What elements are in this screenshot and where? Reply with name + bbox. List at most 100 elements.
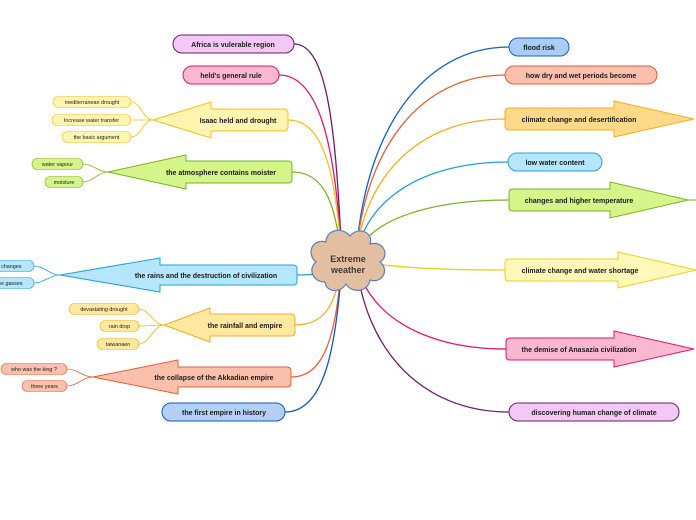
- subtopic-label: mediterranean drought: [65, 100, 120, 106]
- subtopic-isaac-1[interactable]: Increase water transfer: [51, 114, 132, 126]
- topic-label-rains: the rains and the destruction of civiliz…: [135, 273, 277, 280]
- central-topic-line1: Extreme: [330, 254, 366, 264]
- subtopic-shape: [52, 96, 132, 108]
- subtopic-shape: [0, 260, 35, 272]
- node-shape: [508, 402, 680, 422]
- node-shape: [59, 257, 298, 293]
- subtopic-shape: [99, 320, 140, 332]
- topic-node-highertemp[interactable]: changes and higher temperature: [508, 181, 689, 219]
- topic-node-africa[interactable]: Africa is vulerable region: [172, 34, 295, 54]
- topic-node-rainfall[interactable]: the rainfall and empire: [162, 307, 296, 343]
- topic-node-atmosphere[interactable]: the atmosphere contains moister: [107, 154, 293, 190]
- subtopic-label: the basic argument: [74, 135, 120, 141]
- subtopic-atmosphere-0[interactable]: water vapour: [31, 158, 84, 170]
- connector-desert: [355, 118, 506, 259]
- subtopic-akkadian-1[interactable]: three years: [21, 380, 68, 392]
- leaf-connector: [82, 171, 109, 183]
- subtopic-label: climate changes: [0, 264, 22, 270]
- node-shape: [508, 181, 689, 219]
- connector-firstempire: [284, 261, 343, 413]
- subtopic-label: taiwanaen: [106, 342, 131, 348]
- node-shape: [151, 101, 289, 139]
- subtopic-shape: [31, 158, 84, 170]
- topic-node-lowwater[interactable]: low water content: [507, 152, 603, 172]
- topic-label-highertemp: changes and higher temperature: [525, 198, 634, 205]
- subtopic-rainfall-0[interactable]: devastating drought: [68, 303, 140, 315]
- topic-label-isaac: Isaac held and drought: [200, 118, 277, 125]
- node-shape: [508, 37, 570, 57]
- node-shape: [172, 34, 295, 54]
- node-shape: [504, 100, 695, 138]
- node-shape: [504, 65, 658, 85]
- subtopic-shape: [68, 303, 140, 315]
- subtopic-rainfall-2[interactable]: taiwanaen: [96, 338, 140, 350]
- subtopic-label: greenhouse gasses: [0, 281, 23, 287]
- subtopic-shape: [61, 131, 132, 143]
- leaf-connector: [130, 101, 154, 121]
- topic-node-anasazi[interactable]: the demise of Anasazia civilization: [505, 330, 695, 368]
- subtopic-label: rain drop: [109, 324, 130, 330]
- topic-label-held: held's general rule: [200, 73, 262, 80]
- subtopic-rains-1[interactable]: greenhouse gasses: [0, 277, 35, 289]
- leaf-connector: [138, 308, 165, 326]
- node-shape: [505, 330, 695, 368]
- node-shape: [107, 154, 293, 190]
- subtopic-label: devastating drought: [80, 307, 128, 313]
- topic-label-atmosphere: the atmosphere contains moister: [166, 170, 276, 177]
- leaf-connector: [82, 163, 109, 173]
- topic-node-firstempire[interactable]: the first empire in history: [161, 402, 286, 422]
- subtopic-shape: [96, 338, 140, 350]
- topic-label-drywet: how dry and wet periods become: [526, 73, 637, 80]
- topic-node-desert[interactable]: climate change and desertification: [504, 100, 695, 138]
- topic-label-lowwater: low water content: [525, 160, 585, 167]
- subtopic-label: water vapour: [41, 162, 73, 168]
- subtopic-label: who was the king ?: [10, 367, 57, 373]
- node-shape: [162, 307, 296, 343]
- node-shape: [504, 251, 696, 289]
- leaf-connector: [66, 376, 94, 387]
- topic-node-discover[interactable]: discovering human change of climate: [508, 402, 680, 422]
- subtopic-label: Increase water transfer: [64, 118, 119, 124]
- connector-discover: [355, 257, 510, 413]
- topic-node-drywet[interactable]: how dry and wet periods become: [504, 65, 658, 85]
- central-topic-node[interactable]: Extreme weather: [310, 229, 386, 292]
- topic-label-firstempire: the first empire in history: [182, 410, 266, 417]
- subtopic-rainfall-1[interactable]: rain drop: [99, 320, 140, 332]
- topic-node-held[interactable]: held's general rule: [182, 65, 280, 85]
- topic-label-rainfall: the rainfall and empire: [208, 323, 283, 330]
- subtopic-shape: [44, 176, 84, 188]
- connector-held: [278, 74, 343, 263]
- connector-flood: [355, 46, 510, 259]
- topic-label-anasazi: the demise of Anasazia civilization: [522, 347, 637, 354]
- leaf-connector: [33, 265, 61, 276]
- leaf-connector: [138, 324, 165, 345]
- subtopic-shape: [21, 380, 68, 392]
- central-topic-cloud: [310, 229, 386, 292]
- topic-node-flood[interactable]: flood risk: [508, 37, 570, 57]
- topic-label-flood: flood risk: [523, 45, 555, 52]
- topic-label-akkadian: the collapse of the Akkadian empire: [154, 375, 273, 382]
- subtopic-label: three years: [31, 384, 58, 390]
- topic-node-rains[interactable]: the rains and the destruction of civiliz…: [59, 257, 298, 293]
- topic-node-watershort[interactable]: climate change and water shortage: [504, 251, 696, 289]
- subtopic-rains-0[interactable]: climate changes: [0, 260, 35, 272]
- node-shape: [92, 359, 292, 395]
- topic-node-isaac[interactable]: Isaac held and drought: [151, 101, 289, 139]
- node-layer: Africa is vulerable region held's general…: [59, 34, 696, 422]
- leaf-connector: [33, 274, 61, 284]
- subtopic-label: moisture: [54, 180, 75, 186]
- subtopic-isaac-2[interactable]: the basic argument: [61, 131, 132, 143]
- topic-label-desert: climate change and desertification: [522, 117, 637, 124]
- topic-label-africa: Africa is vulerable region: [191, 42, 275, 49]
- connector-drywet: [355, 74, 506, 259]
- topic-node-akkadian[interactable]: the collapse of the Akkadian empire: [92, 359, 292, 395]
- node-shape: [182, 65, 280, 85]
- subtopic-isaac-0[interactable]: mediterranean drought: [52, 96, 132, 108]
- central-topic-line2: weather: [330, 265, 366, 275]
- subtopic-atmosphere-1[interactable]: moisture: [44, 176, 84, 188]
- subtopic-akkadian-0[interactable]: who was the king ?: [0, 363, 68, 375]
- node-shape: [161, 402, 286, 422]
- topic-label-discover: discovering human change of climate: [531, 410, 656, 417]
